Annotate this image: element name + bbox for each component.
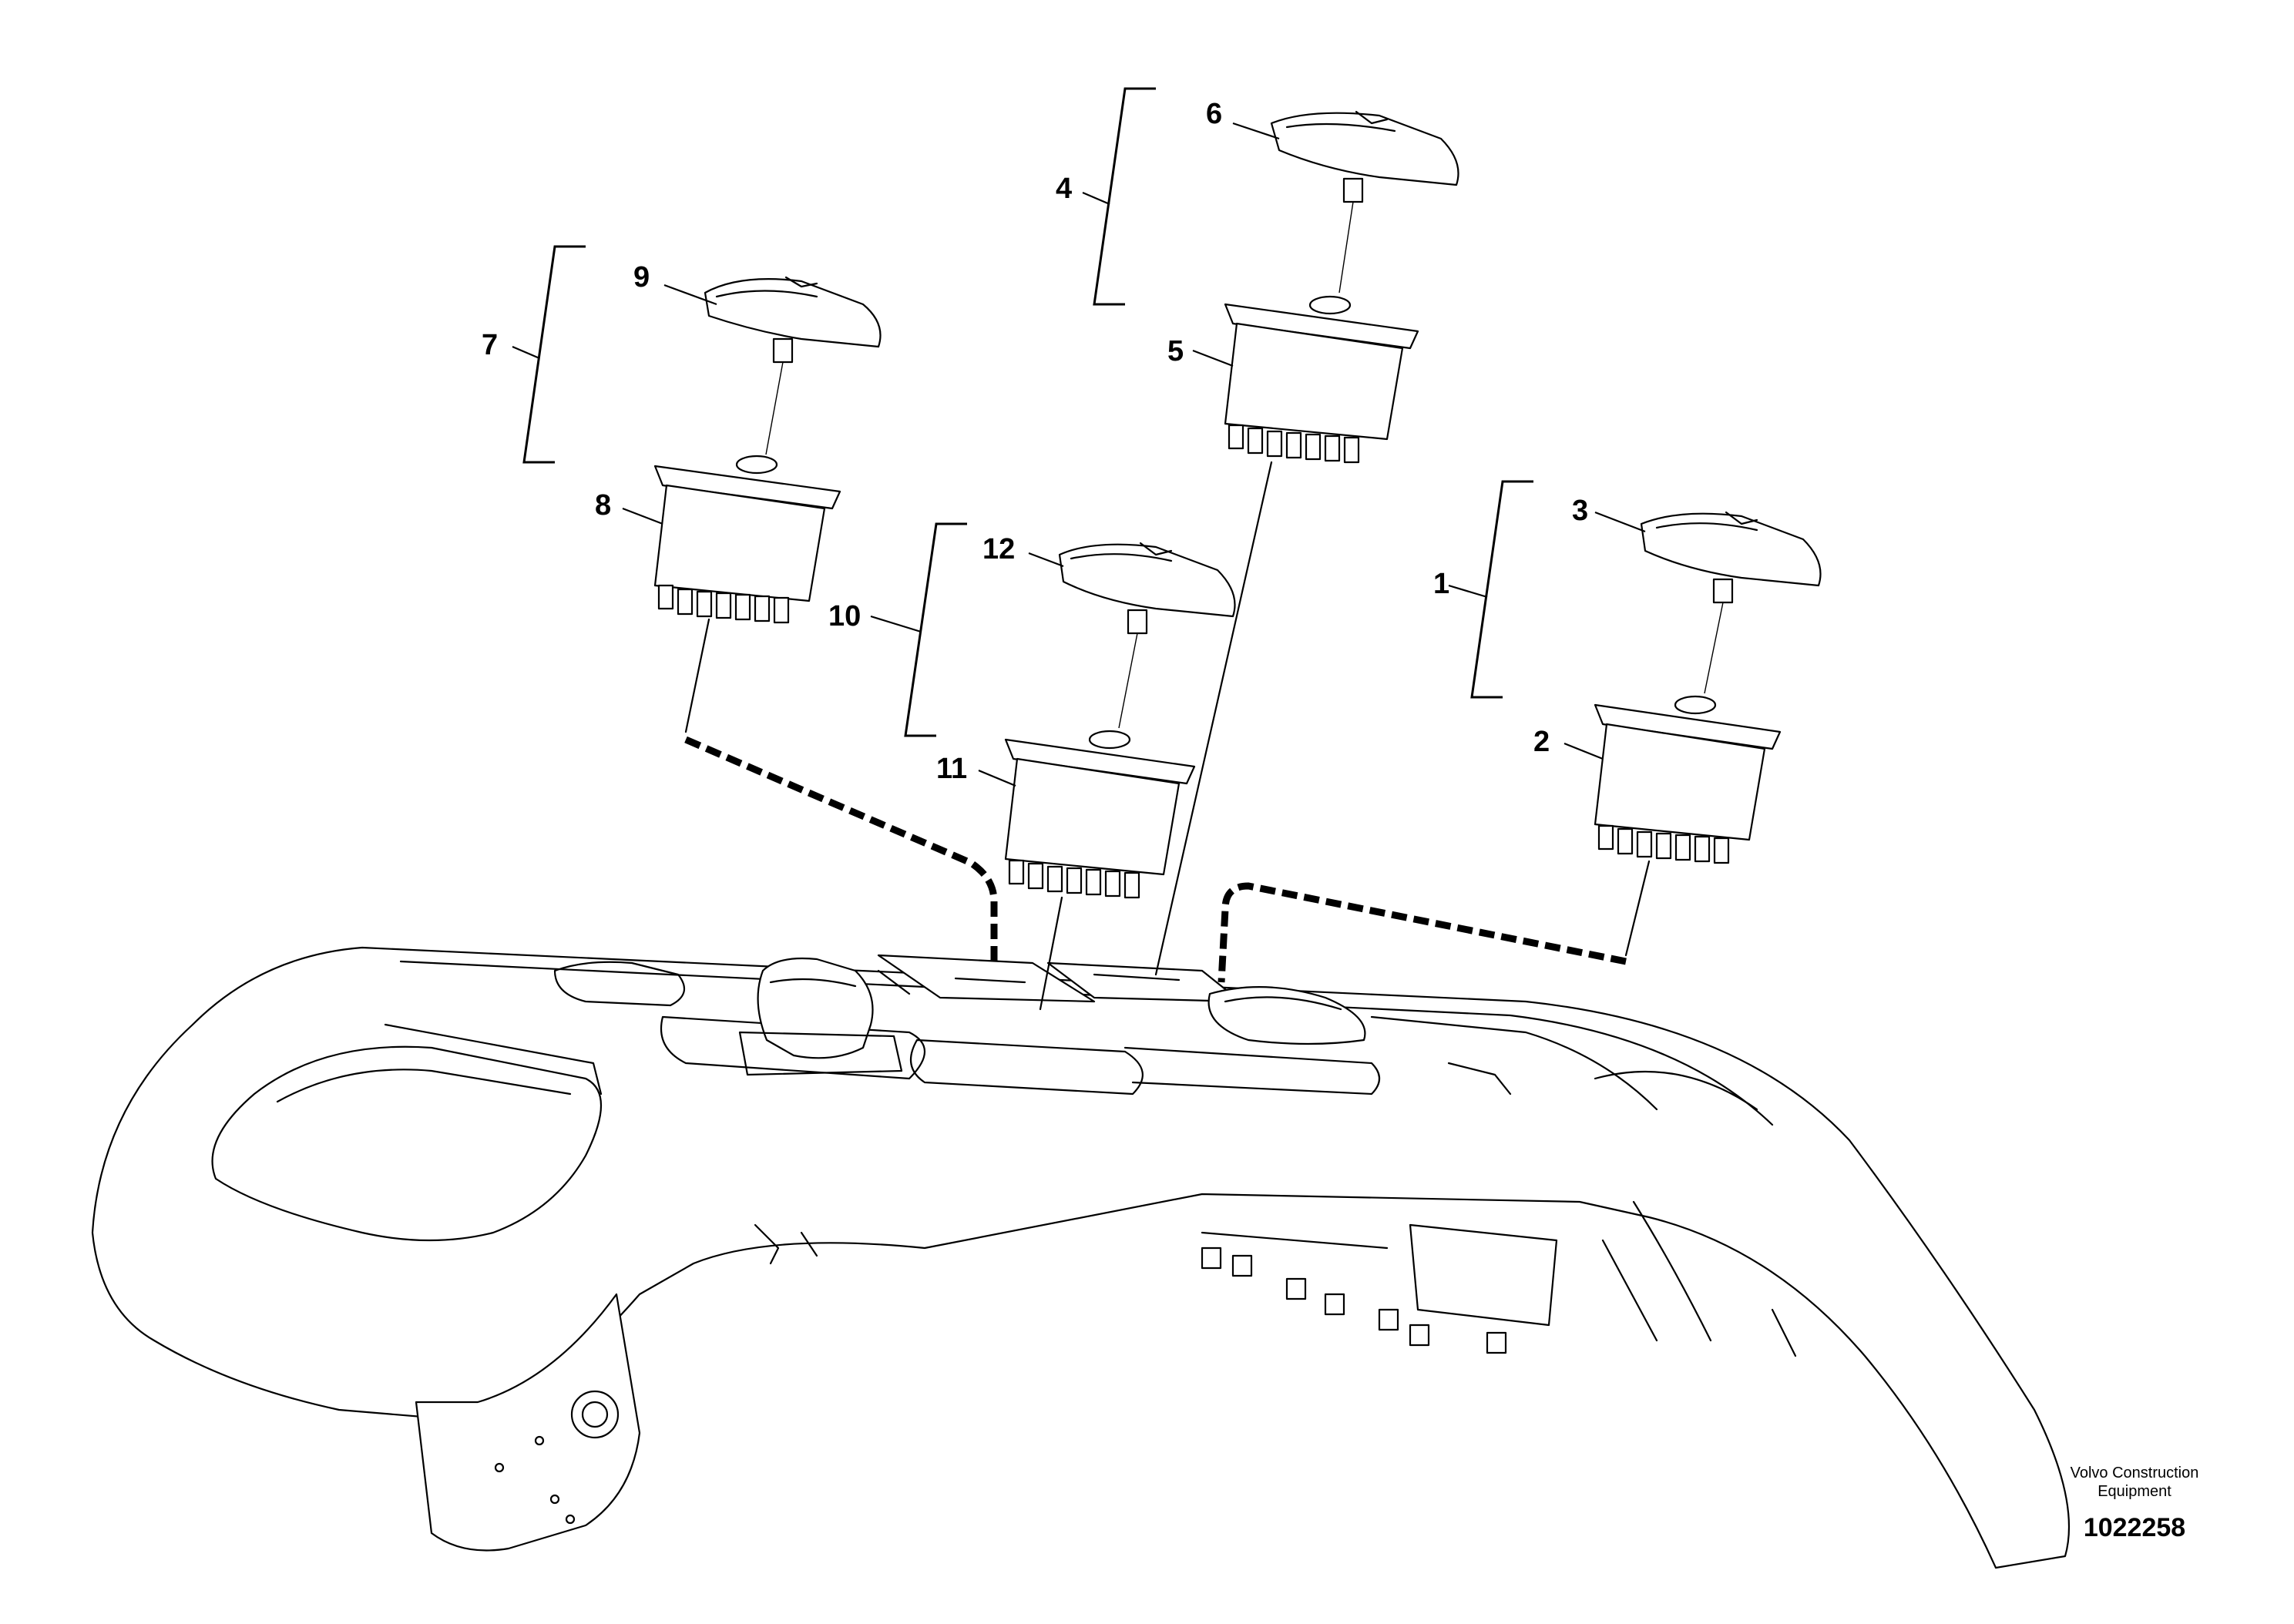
callout-7: 7	[482, 329, 498, 361]
callout-1: 1	[1433, 568, 1449, 600]
callout-6: 6	[1206, 98, 1222, 130]
terminal-pins-5	[1228, 424, 1360, 464]
callout-brackets	[512, 87, 1646, 787]
callout-11: 11	[936, 753, 967, 785]
wire-harness-dashed-right	[1218, 882, 1627, 983]
terminal-pins-2	[1597, 824, 1730, 864]
switch-body-5	[1224, 303, 1419, 350]
publisher-credit: Volvo Construction Equipment 1022258	[2003, 1464, 2265, 1543]
rocker-cap-6	[1270, 112, 1459, 186]
credit-line-1: Volvo Construction	[2070, 1465, 2199, 1481]
switch-body-11	[1004, 738, 1196, 785]
wire-harness-dashed-left	[684, 736, 998, 963]
callout-10: 10	[828, 600, 861, 632]
callout-5: 5	[1167, 335, 1184, 367]
terminal-pins-11	[1008, 859, 1140, 899]
callout-3: 3	[1572, 495, 1588, 527]
rocker-cap-12	[1058, 543, 1236, 618]
switch-body-8	[653, 465, 841, 510]
terminal-pins-8	[657, 584, 790, 624]
rocker-cap-3	[1640, 512, 1822, 587]
credit-line-2: Equipment	[2098, 1483, 2171, 1500]
console-panel	[91, 946, 2071, 1569]
callout-9: 9	[633, 261, 650, 294]
callout-2: 2	[1533, 726, 1550, 758]
switch-assembly-7	[653, 276, 998, 963]
switch-assembly-4	[1154, 110, 1459, 976]
switch-body-2	[1594, 703, 1782, 750]
document-number: 1022258	[2083, 1513, 2186, 1542]
switch-assembly-1	[1218, 511, 1822, 983]
callout-8: 8	[595, 489, 611, 522]
rocker-cap-9	[704, 278, 882, 348]
callout-12: 12	[982, 533, 1015, 565]
callout-4: 4	[1056, 173, 1072, 205]
callout-labels: 1 2 3 4 5 6 7 8 9 10 11 12	[482, 98, 1588, 785]
switch-assembly-10	[1004, 542, 1236, 1011]
